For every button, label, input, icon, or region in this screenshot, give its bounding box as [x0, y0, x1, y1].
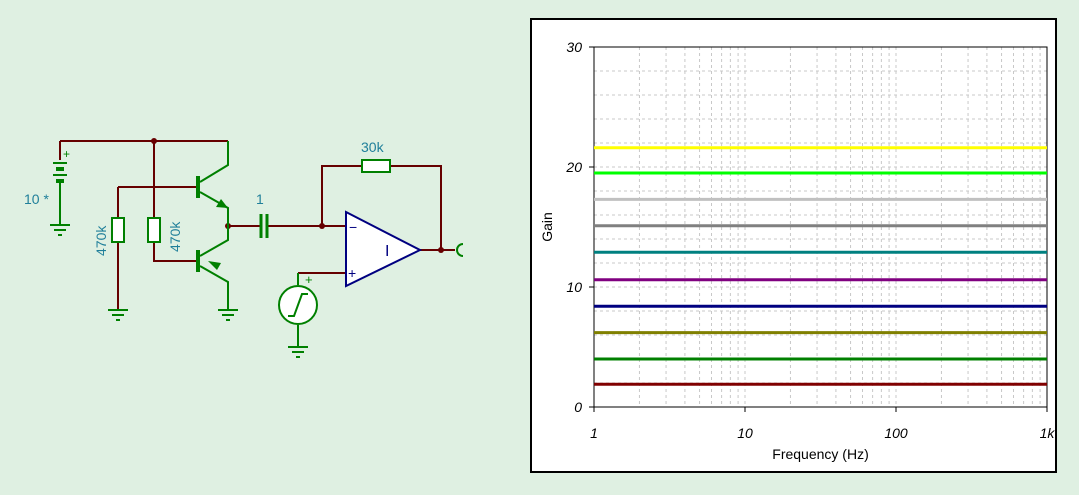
op-amp: [345, 210, 423, 288]
opamp-plus-sign: +: [348, 265, 356, 281]
wires: [59, 140, 455, 309]
source-plus-sign: +: [305, 272, 313, 287]
x-tick-label: 100: [884, 425, 908, 441]
tick-layer: 0 10 20 30 1 10 100 1k: [565, 39, 1055, 441]
ground-symbols: [50, 224, 308, 358]
x-tick-label: 10: [737, 425, 753, 441]
resistor-r2: [147, 217, 161, 243]
feedback-right-wire: [390, 165, 442, 250]
series-layer: [594, 146, 1047, 386]
gain-plot-panel: 0 10 20 30 1 10 100 1k Gain Frequency (Hz): [530, 18, 1057, 473]
gain-chart: 0 10 20 30 1 10 100 1k Gain Frequency (Hz): [539, 39, 1055, 462]
resistor-r1: [111, 217, 125, 243]
capacitor-label: 1: [256, 191, 264, 207]
y-tick-label: 10: [566, 279, 582, 295]
battery-plus-sign: +: [63, 147, 70, 161]
x-tick-label: 1k: [1040, 425, 1055, 441]
battery-label: 10 *: [24, 191, 49, 207]
signal-source: [278, 273, 318, 325]
junction-dot: [438, 247, 444, 253]
ground-r1: [108, 309, 128, 321]
opamp-label: I: [385, 243, 389, 260]
pnp-transistor: [196, 226, 229, 290]
r3-label: 30k: [361, 139, 385, 155]
y-tick-label: 30: [566, 39, 582, 55]
junction-dot: [319, 223, 325, 229]
r2-label: 470k: [167, 221, 183, 252]
pnp-base-wire: [153, 242, 196, 262]
circuit-schematic: 10 * + 470k 470k 30k 1 I − + +: [24, 138, 464, 358]
x-tick-label: 1: [590, 425, 598, 441]
ground-pnp: [218, 309, 238, 321]
y-tick-label: 0: [574, 399, 582, 415]
x-axis-label: Frequency (Hz): [772, 446, 868, 462]
resistor-r3: [361, 159, 391, 173]
y-axis-label: Gain: [539, 212, 555, 242]
opamp-minus-sign: −: [349, 219, 357, 235]
ground-battery: [50, 224, 70, 236]
r1-label: 470k: [93, 225, 109, 256]
output-terminal: [456, 243, 464, 257]
ground-source: [288, 346, 308, 358]
resistors: [111, 159, 391, 243]
feedback-left-wire: [321, 165, 362, 226]
battery: [53, 162, 67, 224]
y-tick-label: 20: [565, 159, 582, 175]
capacitor: [259, 214, 269, 238]
junction-dot: [151, 138, 157, 144]
npn-transistor: [196, 141, 229, 226]
